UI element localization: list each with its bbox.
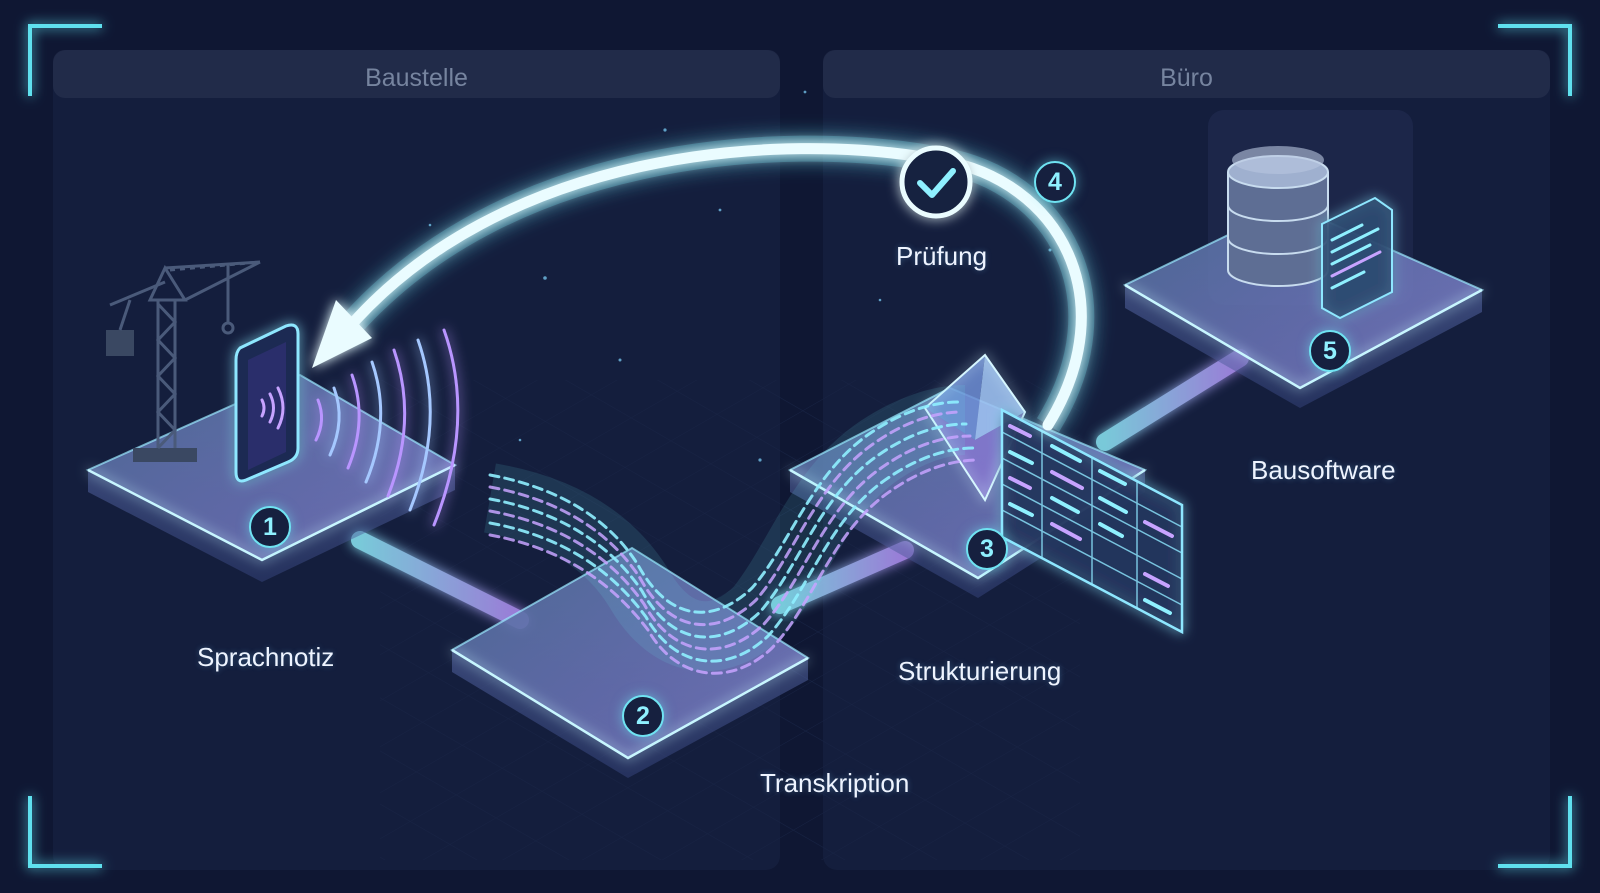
step-label-pruefung: Prüfung — [896, 241, 988, 271]
step-badge-3: 3 — [966, 528, 1008, 570]
feedback-arrow — [312, 135, 1095, 432]
platform-transkription — [450, 546, 810, 778]
star-dots — [428, 90, 1052, 462]
arrow-head — [312, 300, 372, 368]
step-badge-1: 1 — [249, 506, 291, 548]
text-stream-icon — [483, 385, 980, 675]
corner-brackets — [28, 24, 1572, 868]
step-label-transkription: Transkription — [760, 768, 910, 798]
smartphone-icon — [234, 323, 300, 483]
step-badge-5: 5 — [1309, 330, 1351, 372]
table-grid-icon — [1000, 407, 1184, 635]
step-label-strukturierung: Strukturierung — [898, 656, 1062, 686]
document-icon — [1321, 196, 1393, 320]
sound-wave-arcs — [314, 328, 460, 527]
sound-wave-icon — [260, 386, 285, 430]
crane-icon — [106, 260, 261, 462]
connector-tubes — [351, 349, 1249, 629]
step-label-bausoftware: Bausoftware — [1251, 455, 1396, 485]
zone-title-baustelle: Baustelle — [365, 64, 468, 92]
step-badge-2: 2 — [622, 695, 664, 737]
database-icon — [1227, 146, 1329, 287]
checkmark-icon — [899, 145, 973, 219]
step-badge-4: 4 — [1034, 161, 1076, 203]
zone-title-buero: Büro — [1160, 64, 1213, 92]
step-label-sprachnotiz: Sprachnotiz — [197, 642, 335, 672]
